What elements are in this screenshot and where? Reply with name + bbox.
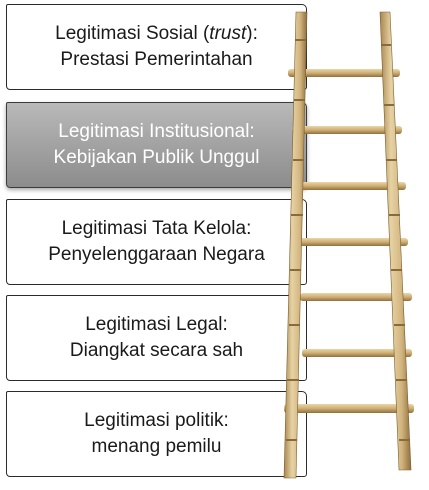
level-social-subtitle: Prestasi Pemerintahan <box>60 49 253 70</box>
level-box-political: Legitimasi politik: menang pemilu <box>6 391 307 477</box>
level-governance-subtitle: Penyelenggaraan Negara <box>48 244 265 265</box>
level-institutional-title: Legitimasi Institusional: <box>58 121 255 142</box>
level-legal-subtitle: Diangkat secara sah <box>69 340 244 361</box>
level-box-governance: Legitimasi Tata Kelola: Penyelenggaraan … <box>6 199 307 285</box>
ladder-rung <box>298 238 408 246</box>
level-box-social: Legitimasi Sosial (trust): Prestasi Peme… <box>6 4 307 90</box>
ladder-rung <box>300 293 412 301</box>
ladder-rung <box>288 69 400 77</box>
level-box-institutional: Legitimasi Institusional: Kebijakan Publ… <box>6 102 307 188</box>
bamboo-ladder-image <box>283 11 414 479</box>
level-social-title-italic: trust <box>209 23 247 44</box>
ladder-rungs <box>284 69 414 413</box>
level-political-title: Legitimasi politik: <box>84 410 229 431</box>
level-governance-title: Legitimasi Tata Kelola: <box>61 218 252 239</box>
level-legal-title: Legitimasi Legal: <box>85 314 228 335</box>
level-social-title-suffix: ): <box>246 23 258 44</box>
level-social-title: Legitimasi Sosial (trust): <box>55 21 258 47</box>
ladder-right-pole <box>379 11 412 471</box>
level-social-title-prefix: Legitimasi Sosial ( <box>55 23 210 44</box>
ladder-left-pole <box>283 11 308 479</box>
ladder-rung <box>294 182 406 190</box>
ladder-rung <box>284 404 414 413</box>
level-box-legal: Legitimasi Legal: Diangkat secara sah <box>6 295 307 381</box>
level-political-subtitle: menang pemilu <box>91 436 222 457</box>
ladder-rung <box>302 349 412 357</box>
level-institutional-subtitle: Kebijakan Publik Unggul <box>53 147 260 168</box>
ladder-rung <box>292 126 402 134</box>
